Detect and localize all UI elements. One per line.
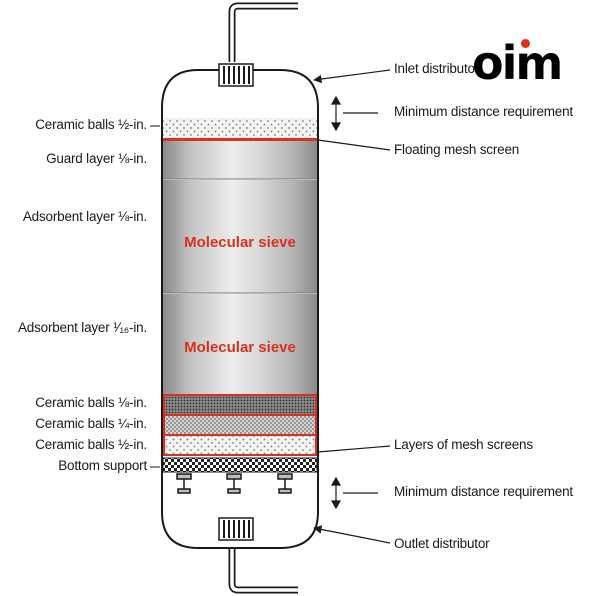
label-adsorbent-layer-1: Adsorbent layer ⅛-in.	[22, 209, 147, 224]
label-layers-mesh-screens: Layers of mesh screens	[394, 437, 533, 452]
label-ceramic-half-wrap: Ceramic balls ½-in.	[0, 437, 147, 455]
arrow-inlet	[313, 69, 391, 84]
min-distance-top-icon	[330, 95, 378, 132]
label-guard-layer-wrap: Guard layer ⅛-in.	[0, 151, 147, 169]
label-adsorbent-layer-2: Adsorbent layer ¹⁄₁₆-in.	[17, 320, 147, 335]
label-ceramic-balls-top: Ceramic balls ½-in.	[35, 117, 147, 132]
arrow-layers-mesh	[317, 445, 391, 453]
molecular-sieve-upper-label: Molecular sieve	[184, 234, 296, 251]
oim-logo: oim	[472, 39, 563, 86]
arrow-floating-mesh	[317, 139, 391, 151]
layer-guard	[163, 141, 317, 179]
label-ceramic-balls-quarter: Ceramic balls ¼-in.	[35, 416, 147, 431]
layer-ceramic-quarter	[163, 415, 317, 435]
mesh-screens-red	[163, 394, 317, 456]
arrow-outlet	[313, 525, 391, 544]
min-distance-bottom-icon	[330, 476, 378, 510]
label-floating-mesh-screen: Floating mesh screen	[394, 142, 520, 157]
molecular-sieve-lower-label: Molecular sieve	[184, 339, 296, 356]
label-adsorbent-2-wrap: Adsorbent layer ¹⁄₁₆-in.	[0, 320, 147, 338]
layer-ceramic-balls-top	[163, 118, 317, 138]
label-ceramic-balls-top-wrap: Ceramic balls ½-in.	[0, 117, 147, 135]
label-ceramic-balls-eighth: Ceramic balls ⅛-in.	[35, 395, 147, 410]
label-ceramic-balls-half: Ceramic balls ½-in.	[35, 437, 147, 452]
outlet-distributor-icon	[218, 517, 254, 541]
inlet-pipe	[228, 2, 298, 62]
support-legs	[176, 473, 293, 494]
bottom-support-grid	[162, 457, 318, 473]
label-outlet-distributor: Outlet distributor	[394, 536, 490, 551]
oim-logo-text: oim	[472, 36, 563, 90]
label-min-distance-bottom: Minimum distance requirement	[394, 484, 573, 499]
label-min-distance-top: Minimum distance requirement	[394, 104, 573, 119]
logo-dot-icon	[521, 39, 530, 48]
label-inlet-distributor: Inlet distributor	[394, 61, 480, 76]
label-adsorbent-1-wrap: Adsorbent layer ⅛-in.	[0, 209, 147, 227]
layer-ceramic-eighth	[163, 395, 317, 415]
label-bottom-support: Bottom support	[58, 458, 147, 473]
inlet-distributor-icon	[218, 63, 254, 87]
label-ceramic-eighth-wrap: Ceramic balls ⅛-in.	[0, 395, 147, 413]
floating-mesh-screen-line	[163, 138, 317, 141]
label-bottom-support-wrap: Bottom support	[0, 458, 147, 476]
layer-adsorbent-1	[163, 180, 317, 293]
label-ceramic-quarter-wrap: Ceramic balls ¼-in.	[0, 416, 147, 434]
label-guard-layer: Guard layer ⅛-in.	[46, 151, 147, 166]
layer-ceramic-half	[163, 435, 317, 455]
layer-adsorbent-2	[163, 294, 317, 394]
